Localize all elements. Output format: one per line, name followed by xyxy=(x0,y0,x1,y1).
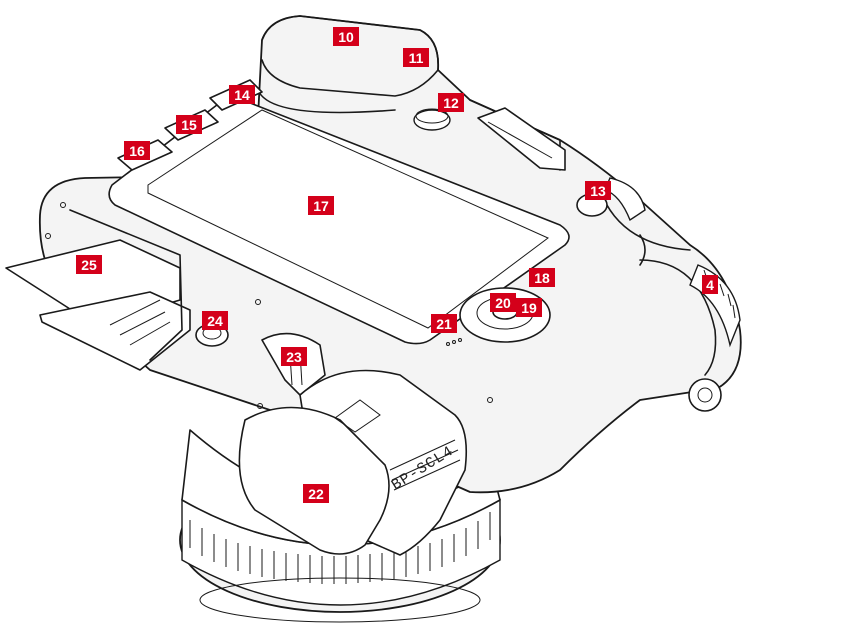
callout-10: 10 xyxy=(333,27,359,46)
callout-16: 16 xyxy=(124,141,150,160)
card-slot-door xyxy=(69,209,183,361)
callout-19: 19 xyxy=(516,298,542,317)
svg-text:19: 19 xyxy=(521,300,537,316)
callout-11: 11 xyxy=(403,48,429,67)
svg-text:16: 16 xyxy=(129,143,145,159)
svg-text:14: 14 xyxy=(234,87,250,103)
callout-21: 21 xyxy=(431,314,457,333)
svg-text:24: 24 xyxy=(207,313,223,329)
callout-18: 18 xyxy=(529,268,555,287)
callout-14: 14 xyxy=(229,85,255,104)
callout-12: 12 xyxy=(438,93,464,112)
callout-4: 4 xyxy=(702,275,718,294)
hot-shoe xyxy=(477,107,566,171)
svg-text:20: 20 xyxy=(495,295,511,311)
svg-text:23: 23 xyxy=(286,349,302,365)
svg-text:13: 13 xyxy=(590,183,606,199)
battery[interactable]: BP-SCL4 xyxy=(238,369,468,556)
callout-22: 22 xyxy=(303,484,329,503)
callout-20: 20 xyxy=(490,293,516,312)
svg-text:4: 4 xyxy=(706,277,714,293)
dial-13-side[interactable] xyxy=(604,177,646,222)
callout-15: 15 xyxy=(176,115,202,134)
svg-text:12: 12 xyxy=(443,95,459,111)
callout-23: 23 xyxy=(281,347,307,366)
strap-lug xyxy=(688,378,722,412)
svg-text:22: 22 xyxy=(308,486,324,502)
svg-text:17: 17 xyxy=(313,198,329,214)
svg-text:21: 21 xyxy=(436,316,452,332)
svg-text:25: 25 xyxy=(81,257,97,273)
callout-25: 25 xyxy=(76,255,102,274)
screws xyxy=(45,202,493,409)
callout-17: 17 xyxy=(308,196,334,215)
status-led xyxy=(446,338,462,346)
svg-text:10: 10 xyxy=(338,29,354,45)
svg-text:11: 11 xyxy=(409,50,424,66)
sd-card[interactable] xyxy=(5,239,191,371)
callout-24: 24 xyxy=(202,311,228,330)
lens-focus-ring-knurl xyxy=(189,512,491,584)
thumbwheel[interactable] xyxy=(413,108,451,131)
svg-text:15: 15 xyxy=(181,117,197,133)
rear-display-frame xyxy=(108,94,570,345)
callout-13: 13 xyxy=(585,181,611,200)
svg-text:18: 18 xyxy=(534,270,550,286)
